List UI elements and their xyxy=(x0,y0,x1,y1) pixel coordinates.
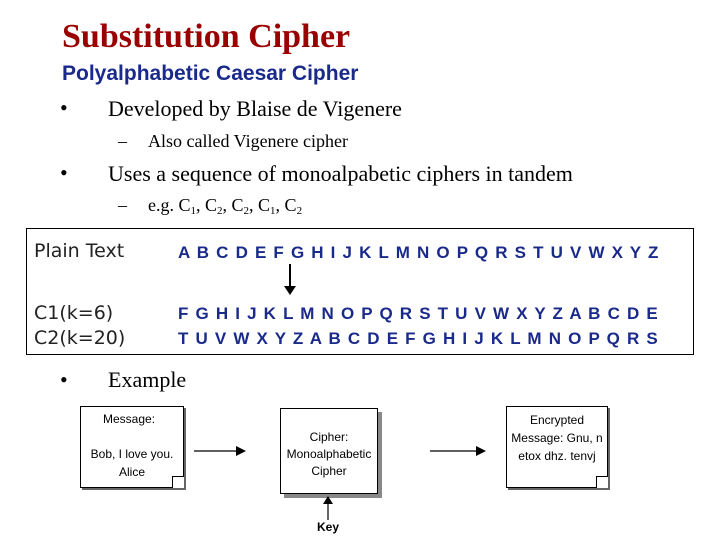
c1-label: C1(k=6) xyxy=(34,302,114,324)
seq-sub-5: 2 xyxy=(296,205,303,217)
bullet-marker-2: • xyxy=(60,160,68,185)
sub-dash-2: – xyxy=(118,195,127,215)
seq-prefix: e.g. C xyxy=(148,195,191,215)
encrypted-text: Encrypted Message: Gnu, n etox dhz. tenv… xyxy=(511,413,603,463)
cipher-box: Cipher: Monoalphabetic Cipher xyxy=(280,408,378,494)
slide-subtitle: Polyalphabetic Caesar Cipher xyxy=(62,62,359,85)
cipher-text: Cipher: Monoalphabetic Cipher xyxy=(286,430,372,478)
plain-text-label: Plain Text xyxy=(34,240,125,262)
bullet-text-2: Uses a sequence of monoalpabetic ciphers… xyxy=(108,161,573,186)
example-label: Example xyxy=(108,367,187,392)
message-text: Bob, I love you. Alice xyxy=(90,447,174,479)
up-arrow-icon xyxy=(323,496,333,520)
page-fold-icon xyxy=(172,476,184,488)
right-arrow-icon xyxy=(430,446,486,456)
seq-sub-2: 2 xyxy=(217,205,223,217)
cipher-sequence: e.g. C1, C2, C2, C1, C2 xyxy=(148,195,303,217)
plain-alphabet: A B C D E F G H I J K L M N O P Q R S T … xyxy=(178,243,660,262)
page-fold-icon xyxy=(596,476,608,488)
right-arrow-icon xyxy=(194,446,246,456)
bullet-text-1: Developed by Blaise de Vigenere xyxy=(108,96,402,121)
down-arrow-icon xyxy=(284,264,296,295)
seq-sub-3: 2 xyxy=(243,205,250,217)
bullet-marker-3: • xyxy=(60,367,68,392)
message-title: Message: xyxy=(103,412,156,426)
bullet-marker-1: • xyxy=(60,95,68,120)
seq-sub-4: 1 xyxy=(270,205,276,217)
seq-sub-1: 1 xyxy=(190,205,197,217)
sub-text-1: Also called Vigenere cipher xyxy=(148,131,349,151)
c2-alphabet: T U V W X Y Z A B C D E F G H I J K L M … xyxy=(178,329,659,348)
key-label: Key xyxy=(317,520,340,534)
c1-alphabet: F G H I J K L M N O P Q R S T U V W X Y … xyxy=(178,304,659,323)
message-note: Message: Bob, I love you. Alice xyxy=(80,406,184,488)
sub-dash-1: – xyxy=(118,131,127,151)
cipher-table xyxy=(26,228,694,355)
c2-label: C2(k=20) xyxy=(34,327,126,349)
encrypted-note: Encrypted Message: Gnu, n etox dhz. tenv… xyxy=(506,406,608,488)
slide-title: Substitution Cipher xyxy=(62,18,351,55)
